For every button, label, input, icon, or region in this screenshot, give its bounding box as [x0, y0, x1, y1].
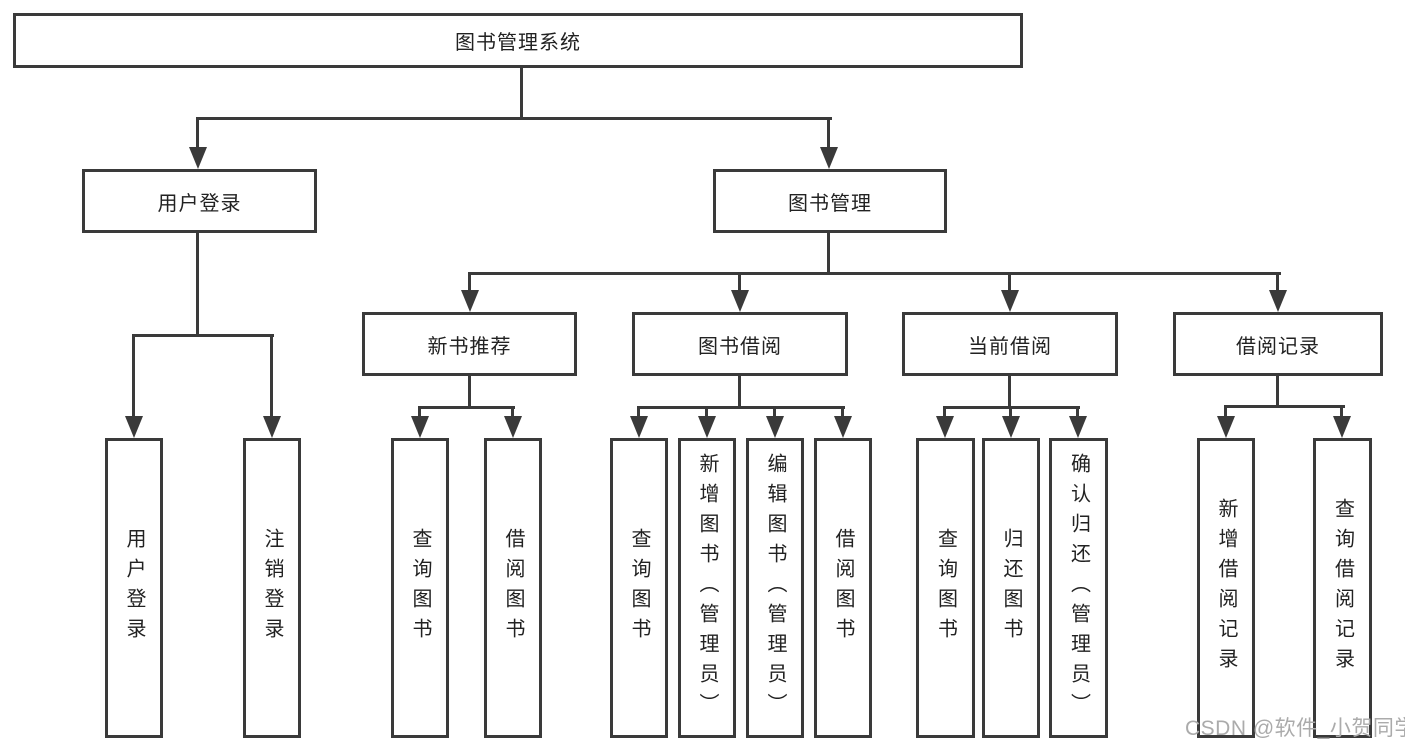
arrow-down-icon	[189, 147, 207, 169]
node-user-login: 用户登录	[82, 169, 317, 233]
leaf-confirm-return-admin-label: 确认归还（管理员）	[1067, 453, 1090, 723]
arrow-down-icon	[411, 416, 429, 438]
connector-drop-leaf	[1224, 406, 1227, 420]
leaf-query-book-3-label: 查询图书	[934, 528, 957, 648]
leaf-edit-book-admin-label: 编辑图书（管理员）	[764, 453, 786, 723]
connector-new-book-branch	[418, 406, 515, 409]
arrow-down-icon	[504, 416, 522, 438]
leaf-query-book-2-label: 查询图书	[628, 528, 650, 648]
connector-root-stem	[520, 67, 523, 119]
connector-drop-leaf	[418, 407, 421, 421]
leaf-query-book-3: 查询图书	[916, 438, 975, 738]
connector-drop-leaf	[132, 336, 135, 420]
leaf-add-book-admin-label: 新增图书（管理员）	[696, 453, 718, 723]
connector-drop-level3	[1276, 274, 1279, 293]
arrow-down-icon	[820, 147, 838, 169]
connector-drop-level3	[1008, 274, 1011, 293]
arrow-down-icon	[1002, 416, 1020, 438]
connector-drop-leaf	[773, 407, 776, 421]
leaf-add-borrow-record: 新增借阅记录	[1197, 438, 1255, 738]
arrow-down-icon	[1269, 290, 1287, 312]
connector-drop-level3	[468, 274, 471, 293]
leaf-add-borrow-record-label: 新增借阅记录	[1215, 498, 1237, 678]
arrow-down-icon	[630, 416, 648, 438]
leaf-borrow-book-1: 借阅图书	[484, 438, 542, 738]
leaf-query-borrow-record-label: 查询借阅记录	[1331, 498, 1354, 678]
connector-drop-leaf	[637, 407, 640, 421]
leaf-confirm-return-admin: 确认归还（管理员）	[1049, 438, 1108, 738]
leaf-logout: 注销登录	[243, 438, 301, 738]
node-book-management-label: 图书管理	[788, 192, 872, 215]
connector-book-management-stem	[827, 233, 830, 274]
arrow-down-icon	[1069, 416, 1087, 438]
leaf-user-login: 用户登录	[105, 438, 163, 738]
connector-user-login-branch	[132, 334, 274, 337]
arrow-down-icon	[731, 290, 749, 312]
node-borrow-record: 借阅记录	[1173, 312, 1383, 376]
leaf-query-book-1: 查询图书	[391, 438, 449, 738]
leaf-borrow-book-2-label: 借阅图书	[832, 528, 854, 648]
connector-drop-leaf	[705, 407, 708, 421]
connector-book-borrow-branch	[637, 406, 845, 409]
connector-new-book-stem	[468, 376, 471, 409]
connector-root-branch	[196, 117, 832, 120]
connector-borrow-record-stem	[1276, 376, 1279, 407]
leaf-query-book-2: 查询图书	[610, 438, 668, 738]
connector-drop-leaf	[270, 336, 273, 420]
leaf-logout-label: 注销登录	[261, 528, 283, 648]
arrow-down-icon	[1217, 416, 1235, 438]
connector-drop-leaf	[511, 407, 514, 421]
arrow-down-icon	[263, 416, 281, 438]
arrow-down-icon	[766, 416, 784, 438]
node-user-login-label: 用户登录	[157, 192, 242, 215]
leaf-add-book-admin: 新增图书（管理员）	[678, 438, 736, 738]
connector-book-borrow-stem	[738, 376, 741, 409]
connector-drop-leaf	[841, 407, 844, 421]
connector-drop-leaf	[943, 407, 946, 421]
node-book-borrow: 图书借阅	[632, 312, 848, 376]
node-new-book-recommend: 新书推荐	[362, 312, 577, 376]
connector-drop-level3	[738, 274, 741, 293]
node-new-book-recommend-label: 新书推荐	[427, 335, 512, 358]
arrow-down-icon	[698, 416, 716, 438]
leaf-return-book-label: 归还图书	[1000, 528, 1022, 648]
node-current-borrow: 当前借阅	[902, 312, 1118, 376]
arrow-down-icon	[1001, 290, 1019, 312]
leaf-query-book-1-label: 查询图书	[409, 528, 431, 648]
leaf-edit-book-admin: 编辑图书（管理员）	[746, 438, 804, 738]
leaf-borrow-book-1-label: 借阅图书	[502, 528, 524, 648]
arrow-down-icon	[834, 416, 852, 438]
connector-drop-user-login	[196, 118, 199, 150]
connector-drop-book-management	[827, 118, 830, 150]
leaf-return-book: 归还图书	[982, 438, 1040, 738]
leaf-user-login-label: 用户登录	[123, 528, 145, 648]
connector-drop-leaf	[1340, 406, 1343, 420]
leaf-query-borrow-record: 查询借阅记录	[1313, 438, 1372, 738]
leaf-borrow-book-2: 借阅图书	[814, 438, 872, 738]
node-current-borrow-label: 当前借阅	[968, 335, 1052, 358]
connector-book-management-branch	[468, 272, 1281, 275]
node-book-management: 图书管理	[713, 169, 947, 233]
node-borrow-record-label: 借阅记录	[1236, 335, 1320, 358]
connector-drop-leaf	[1009, 407, 1012, 421]
connector-borrow-record-branch	[1224, 405, 1345, 408]
node-root: 图书管理 图书管理系统	[13, 13, 1023, 68]
connector-current-borrow-stem	[1008, 376, 1011, 409]
arrow-down-icon	[936, 416, 954, 438]
csdn-watermark: CSDN @软件_小贺同学	[1185, 717, 1405, 740]
arrow-down-icon	[461, 290, 479, 312]
connector-drop-leaf	[1076, 407, 1079, 421]
root-label: 图书管理系统	[455, 32, 581, 54]
arrow-down-icon	[1333, 416, 1351, 438]
arrow-down-icon	[125, 416, 143, 438]
node-book-borrow-label: 图书借阅	[698, 335, 782, 358]
connector-user-login-stem	[196, 233, 199, 337]
